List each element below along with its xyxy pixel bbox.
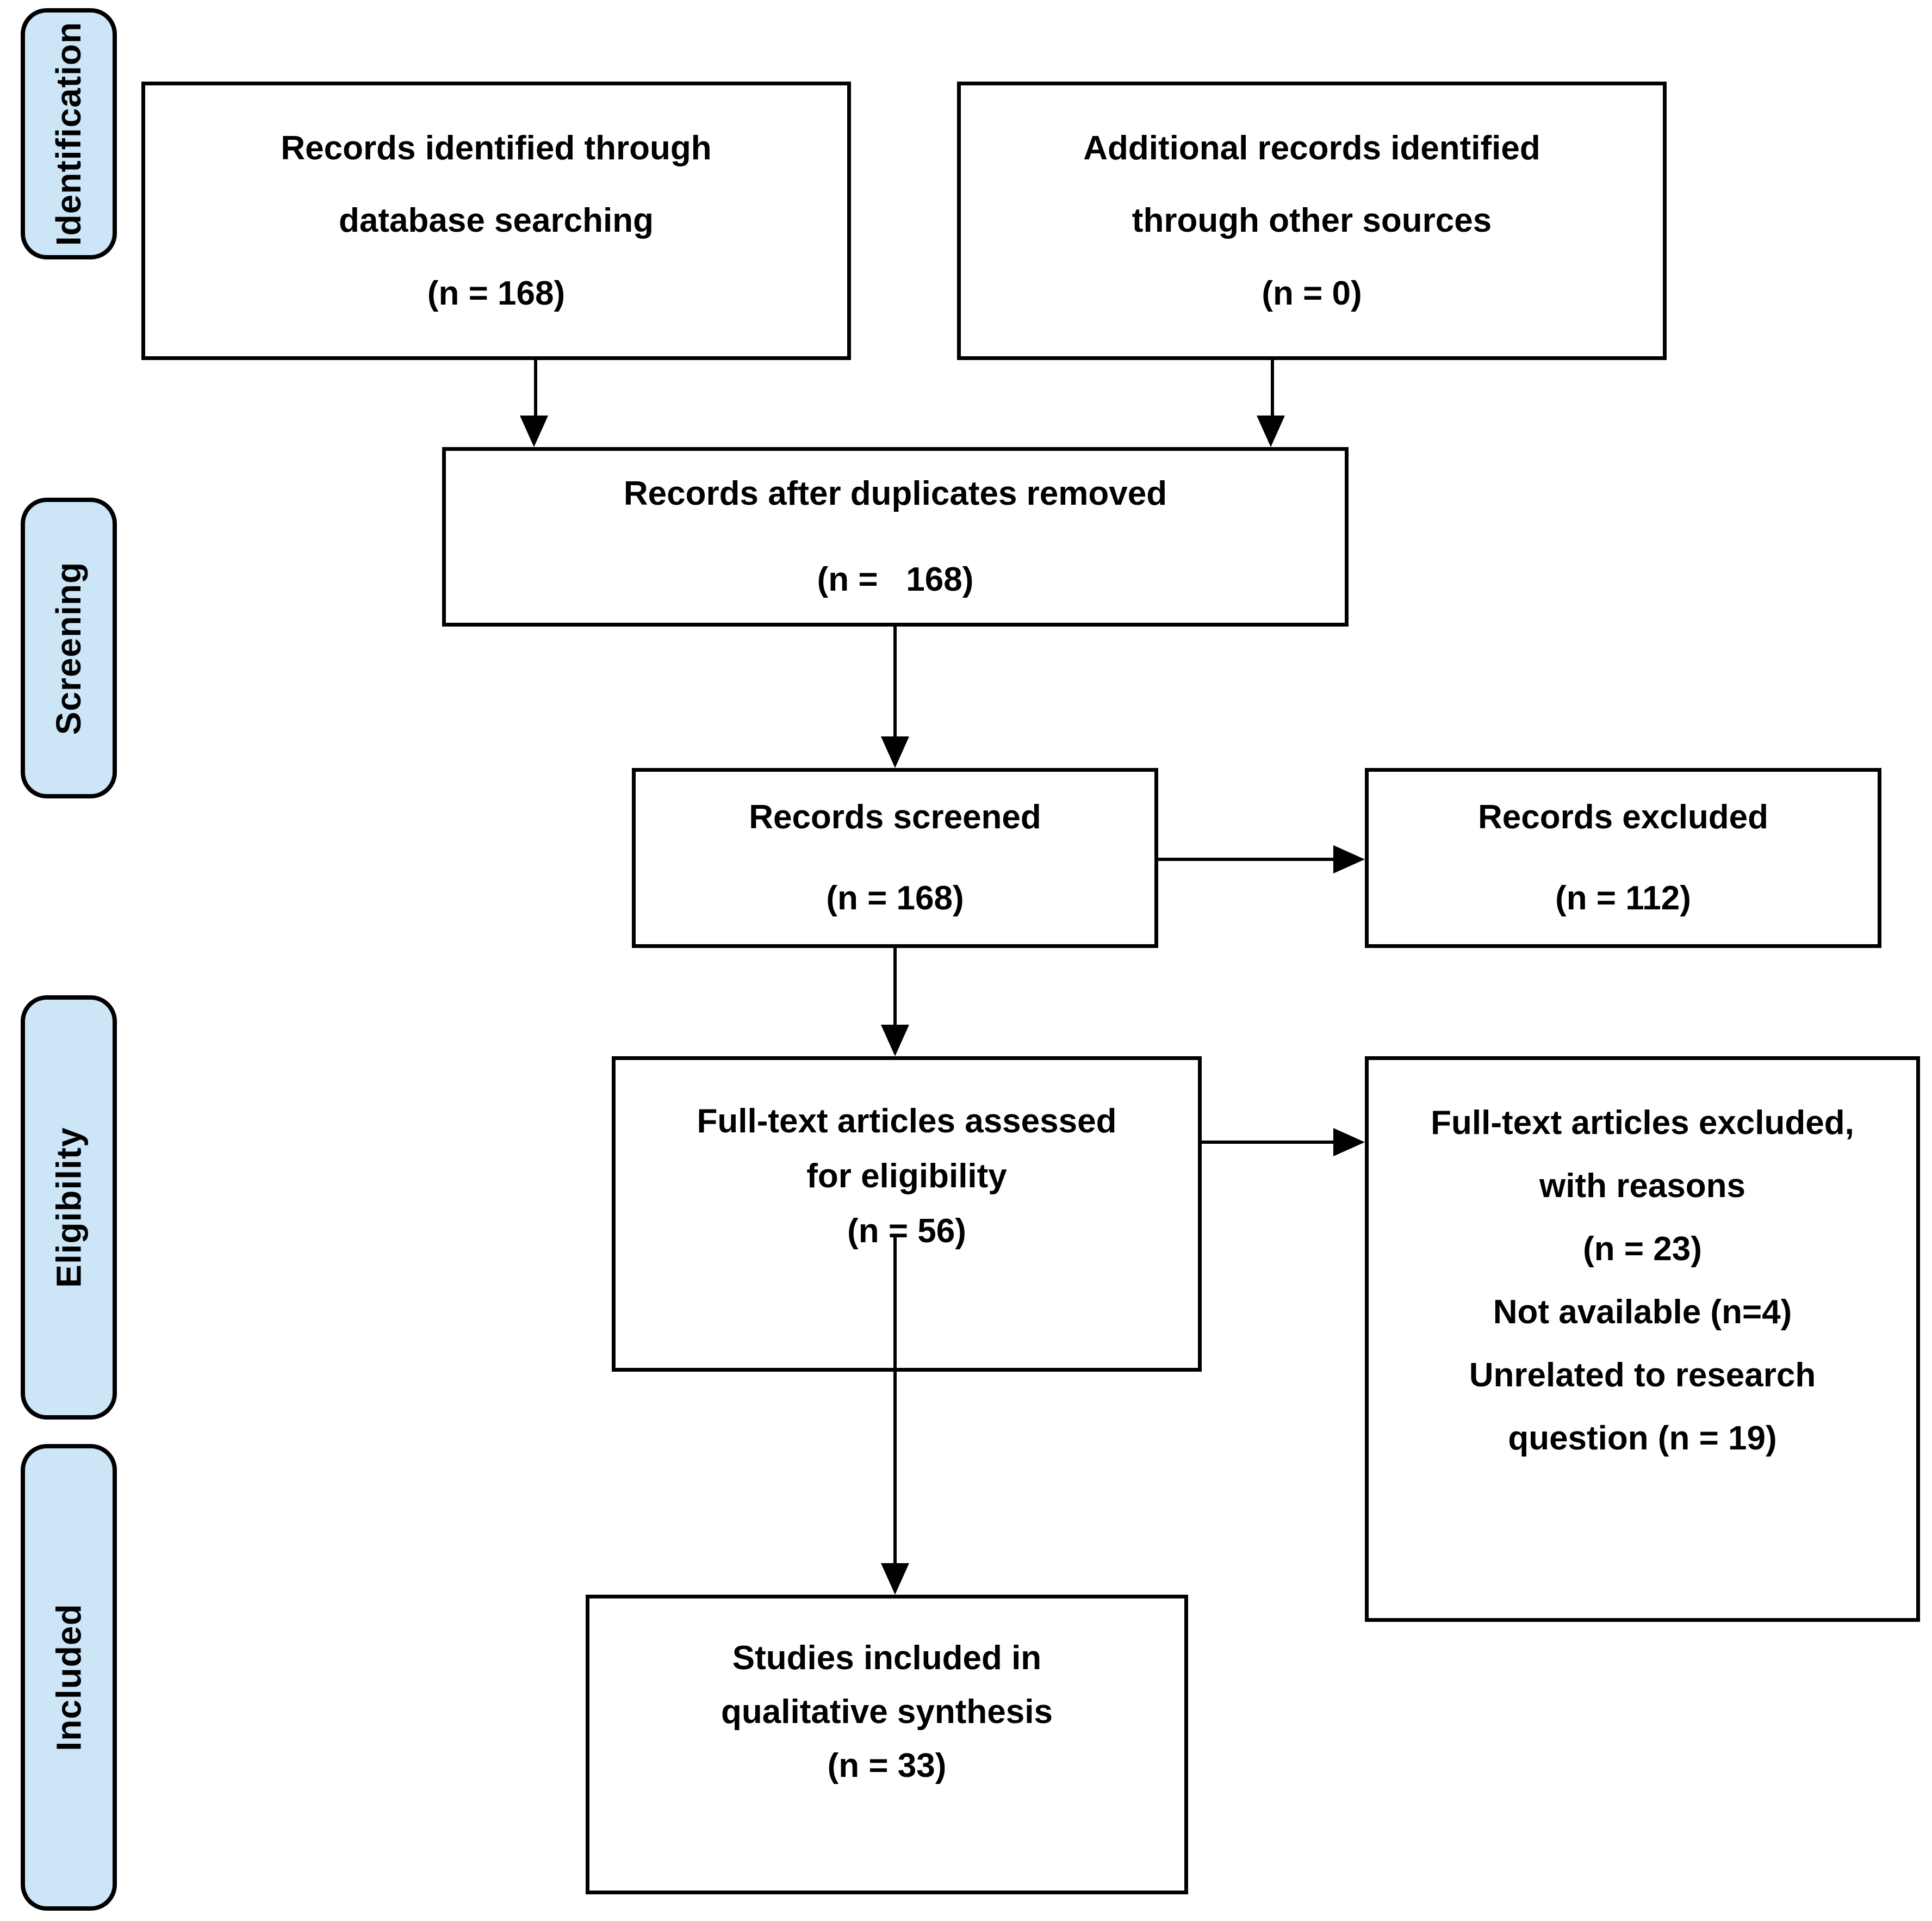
- connector-other-sources-to-duplicates: [1271, 360, 1274, 421]
- connector-duplicates-to-screened: [893, 627, 897, 741]
- box-text-line: (n = 23): [1583, 1230, 1702, 1268]
- box-records-screened: Records screened (n = 168): [632, 768, 1158, 948]
- box-text-line: database searching: [339, 202, 654, 240]
- box-text-line: Records excluded: [1477, 798, 1769, 836]
- box-text-line: Additional records identified: [1083, 129, 1540, 168]
- stage-eligibility-label: Eligibility: [49, 1127, 89, 1288]
- box-text-line: question (n = 19): [1508, 1419, 1777, 1457]
- stage-identification: Identification: [21, 8, 117, 259]
- box-text-line: through other sources: [1132, 202, 1492, 240]
- box-fulltext-assessed: Full-text articles assessed for eligibil…: [612, 1056, 1202, 1372]
- right-arrowhead-icon: [1333, 845, 1365, 873]
- box-text-line: Records after duplicates removed: [623, 474, 1167, 512]
- stage-included-label: Included: [49, 1603, 89, 1751]
- down-arrowhead-icon: [881, 736, 909, 768]
- stage-screening: Screening: [21, 498, 117, 798]
- down-arrowhead-icon: [1257, 416, 1285, 447]
- box-text-line: (n = 168): [826, 879, 964, 917]
- box-text-line: Unrelated to research: [1469, 1356, 1816, 1394]
- down-arrowhead-icon: [881, 1563, 909, 1595]
- connector-db-to-duplicates: [534, 360, 537, 421]
- connector-screened-to-excluded: [1158, 858, 1335, 861]
- box-text-line: (n = 112): [1555, 879, 1691, 917]
- right-arrowhead-icon: [1333, 1128, 1365, 1156]
- box-text-line: Full-text articles assessed: [697, 1102, 1117, 1140]
- connector-screened-to-fulltext: [893, 948, 897, 1028]
- box-records-after-duplicates-removed: Records after duplicates removed (n = 16…: [442, 447, 1349, 627]
- box-studies-included-qualitative-synthesis: Studies included in qualitative synthesi…: [586, 1595, 1188, 1894]
- down-arrowhead-icon: [881, 1025, 909, 1056]
- box-fulltext-excluded-with-reasons: Full-text articles excluded, with reason…: [1365, 1056, 1920, 1622]
- box-text-line: (n = 56): [847, 1212, 966, 1250]
- stage-eligibility: Eligibility: [21, 995, 117, 1420]
- box-text-line: with reasons: [1539, 1167, 1745, 1205]
- box-text-line: Full-text articles excluded,: [1431, 1104, 1854, 1142]
- box-text-line: qualitative synthesis: [721, 1693, 1053, 1731]
- box-additional-records-other-sources: Additional records identified through ot…: [957, 82, 1667, 360]
- box-records-identified-database: Records identified through database sear…: [141, 82, 851, 360]
- stage-included: Included: [21, 1444, 117, 1911]
- connector-fulltext-to-excluded-reasons: [1202, 1141, 1335, 1144]
- box-text-line: Records screened: [749, 798, 1041, 836]
- box-text-line: (n = 33): [827, 1747, 947, 1785]
- box-records-excluded: Records excluded (n = 112): [1365, 768, 1881, 948]
- box-text-line: Not available (n=4): [1493, 1293, 1792, 1331]
- box-text-line: for eligibility: [806, 1157, 1007, 1195]
- box-text-line: Records identified through: [281, 129, 712, 168]
- connector-fulltext-to-included: [893, 1235, 897, 1566]
- box-text-line: (n = 168): [427, 274, 566, 312]
- stage-screening-label: Screening: [49, 561, 89, 735]
- stage-identification-label: Identification: [49, 21, 89, 246]
- down-arrowhead-icon: [520, 416, 548, 447]
- box-text-line: (n = 168): [817, 561, 974, 598]
- box-text-line: (n = 0): [1262, 274, 1362, 312]
- box-text-line: Studies included in: [732, 1639, 1042, 1677]
